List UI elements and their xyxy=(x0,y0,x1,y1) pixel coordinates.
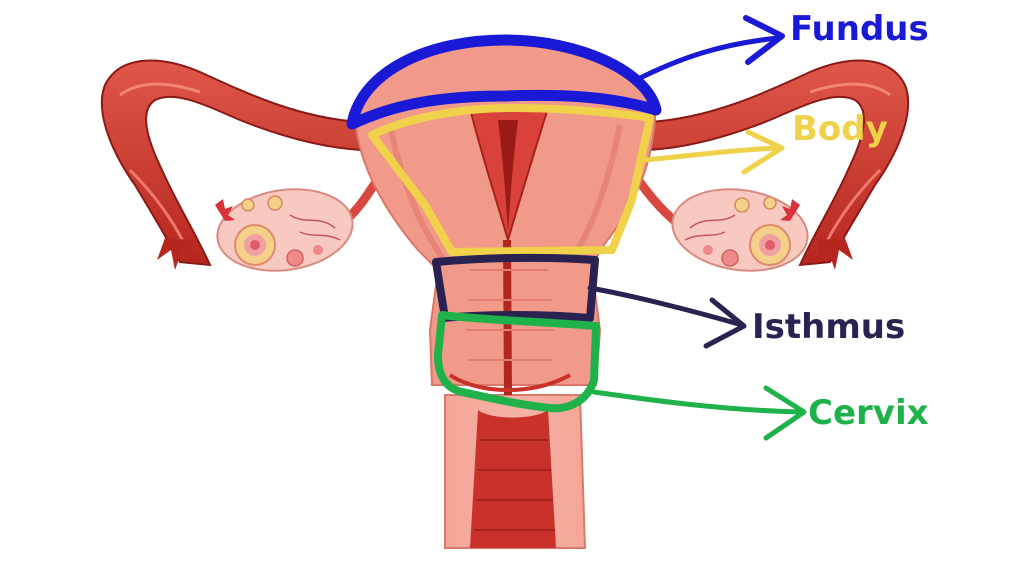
isthmus-label: Isthmus xyxy=(752,307,906,347)
left-ovary xyxy=(215,188,354,272)
fundus-arrow xyxy=(633,15,785,83)
right-fallopian-tube xyxy=(646,59,910,270)
cervix-arrow xyxy=(591,385,807,441)
left-fallopian-tube xyxy=(100,59,364,270)
body-outline xyxy=(368,104,654,256)
isthmus-arrow xyxy=(587,285,747,349)
body-arrow xyxy=(641,129,785,175)
fundus-outline xyxy=(346,34,662,130)
cervix-outline xyxy=(434,311,600,413)
fundus-label: Fundus xyxy=(790,9,929,49)
body-label: Body xyxy=(792,109,888,149)
uterus xyxy=(353,36,657,396)
vaginal-canal xyxy=(444,394,587,549)
cervix-label: Cervix xyxy=(808,393,929,433)
right-ovary xyxy=(671,188,809,272)
